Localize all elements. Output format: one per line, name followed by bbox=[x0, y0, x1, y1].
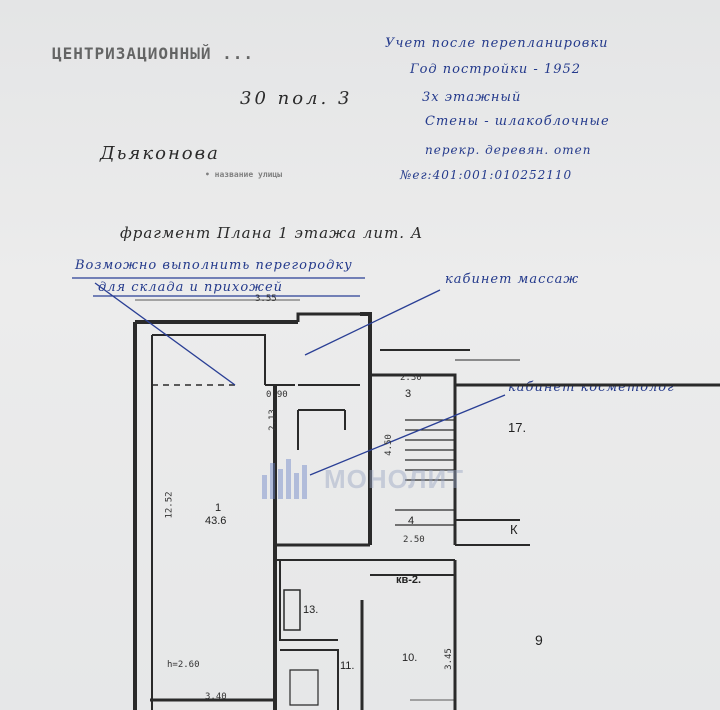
annotation-massage: кабинет массаж bbox=[445, 272, 580, 287]
street-caption: • название улицы bbox=[205, 170, 283, 179]
room-K-label: К bbox=[510, 522, 518, 537]
watermark: МОНОЛИТ bbox=[258, 455, 464, 503]
dim-door: 0.90 bbox=[266, 390, 288, 400]
note-line-1: Учет после перепланировки bbox=[385, 36, 609, 51]
watermark-text: МОНОЛИТ bbox=[324, 463, 465, 494]
note-line-4: Стены - шлакоблочные bbox=[425, 114, 610, 129]
room-10-number: 10. bbox=[402, 652, 418, 664]
plan-title: фрагмент Плана 1 этажа лит. А bbox=[120, 224, 424, 242]
room-11-number: 11. bbox=[340, 660, 355, 672]
dim-bottom: 3.40 bbox=[205, 692, 227, 702]
dim-room4: 2.50 bbox=[403, 535, 425, 545]
dim-stair-width: 2.30 bbox=[400, 373, 422, 383]
room-1-area: 43.6 bbox=[205, 515, 227, 527]
dim-room1-length: 12.52 bbox=[164, 491, 175, 519]
annotation-partition-1: Возможно выполнить перегородку bbox=[75, 258, 353, 273]
apartment-label: кв-2. bbox=[396, 574, 422, 586]
cadastral-number: №ег:401:001:010252110 bbox=[400, 168, 573, 182]
room-3-number: 3 bbox=[405, 388, 412, 400]
note-line-2: Год постройки - 1952 bbox=[410, 62, 582, 77]
dim-stair-length: 4.50 bbox=[383, 434, 394, 456]
room-4-number: 4 bbox=[408, 515, 415, 527]
room-13-number: 13. bbox=[303, 604, 319, 616]
street-name: Дьяконова bbox=[100, 143, 220, 164]
bureau-header: ЦЕНТРИЗАЦИОННЫЙ ... bbox=[52, 44, 255, 63]
dim-room10: 3.45 bbox=[443, 648, 454, 670]
dim-corridor: 2.13 bbox=[267, 409, 278, 431]
ceiling-height: h=2.60 bbox=[167, 660, 200, 670]
note-line-3: 3х этажный bbox=[422, 90, 522, 105]
building-logo-icon bbox=[262, 459, 307, 499]
dim-top: 3.55 bbox=[255, 294, 277, 304]
room-17-number: 17. bbox=[508, 420, 527, 435]
note-line-5: перекр. деревян. отеп bbox=[425, 143, 592, 157]
address-line: 30 пол. 3 bbox=[240, 88, 353, 109]
room-9-number: 9 bbox=[535, 632, 543, 648]
annotation-partition-2: для склада и прихожей bbox=[98, 280, 284, 295]
room-1-number: 1 bbox=[215, 502, 222, 514]
